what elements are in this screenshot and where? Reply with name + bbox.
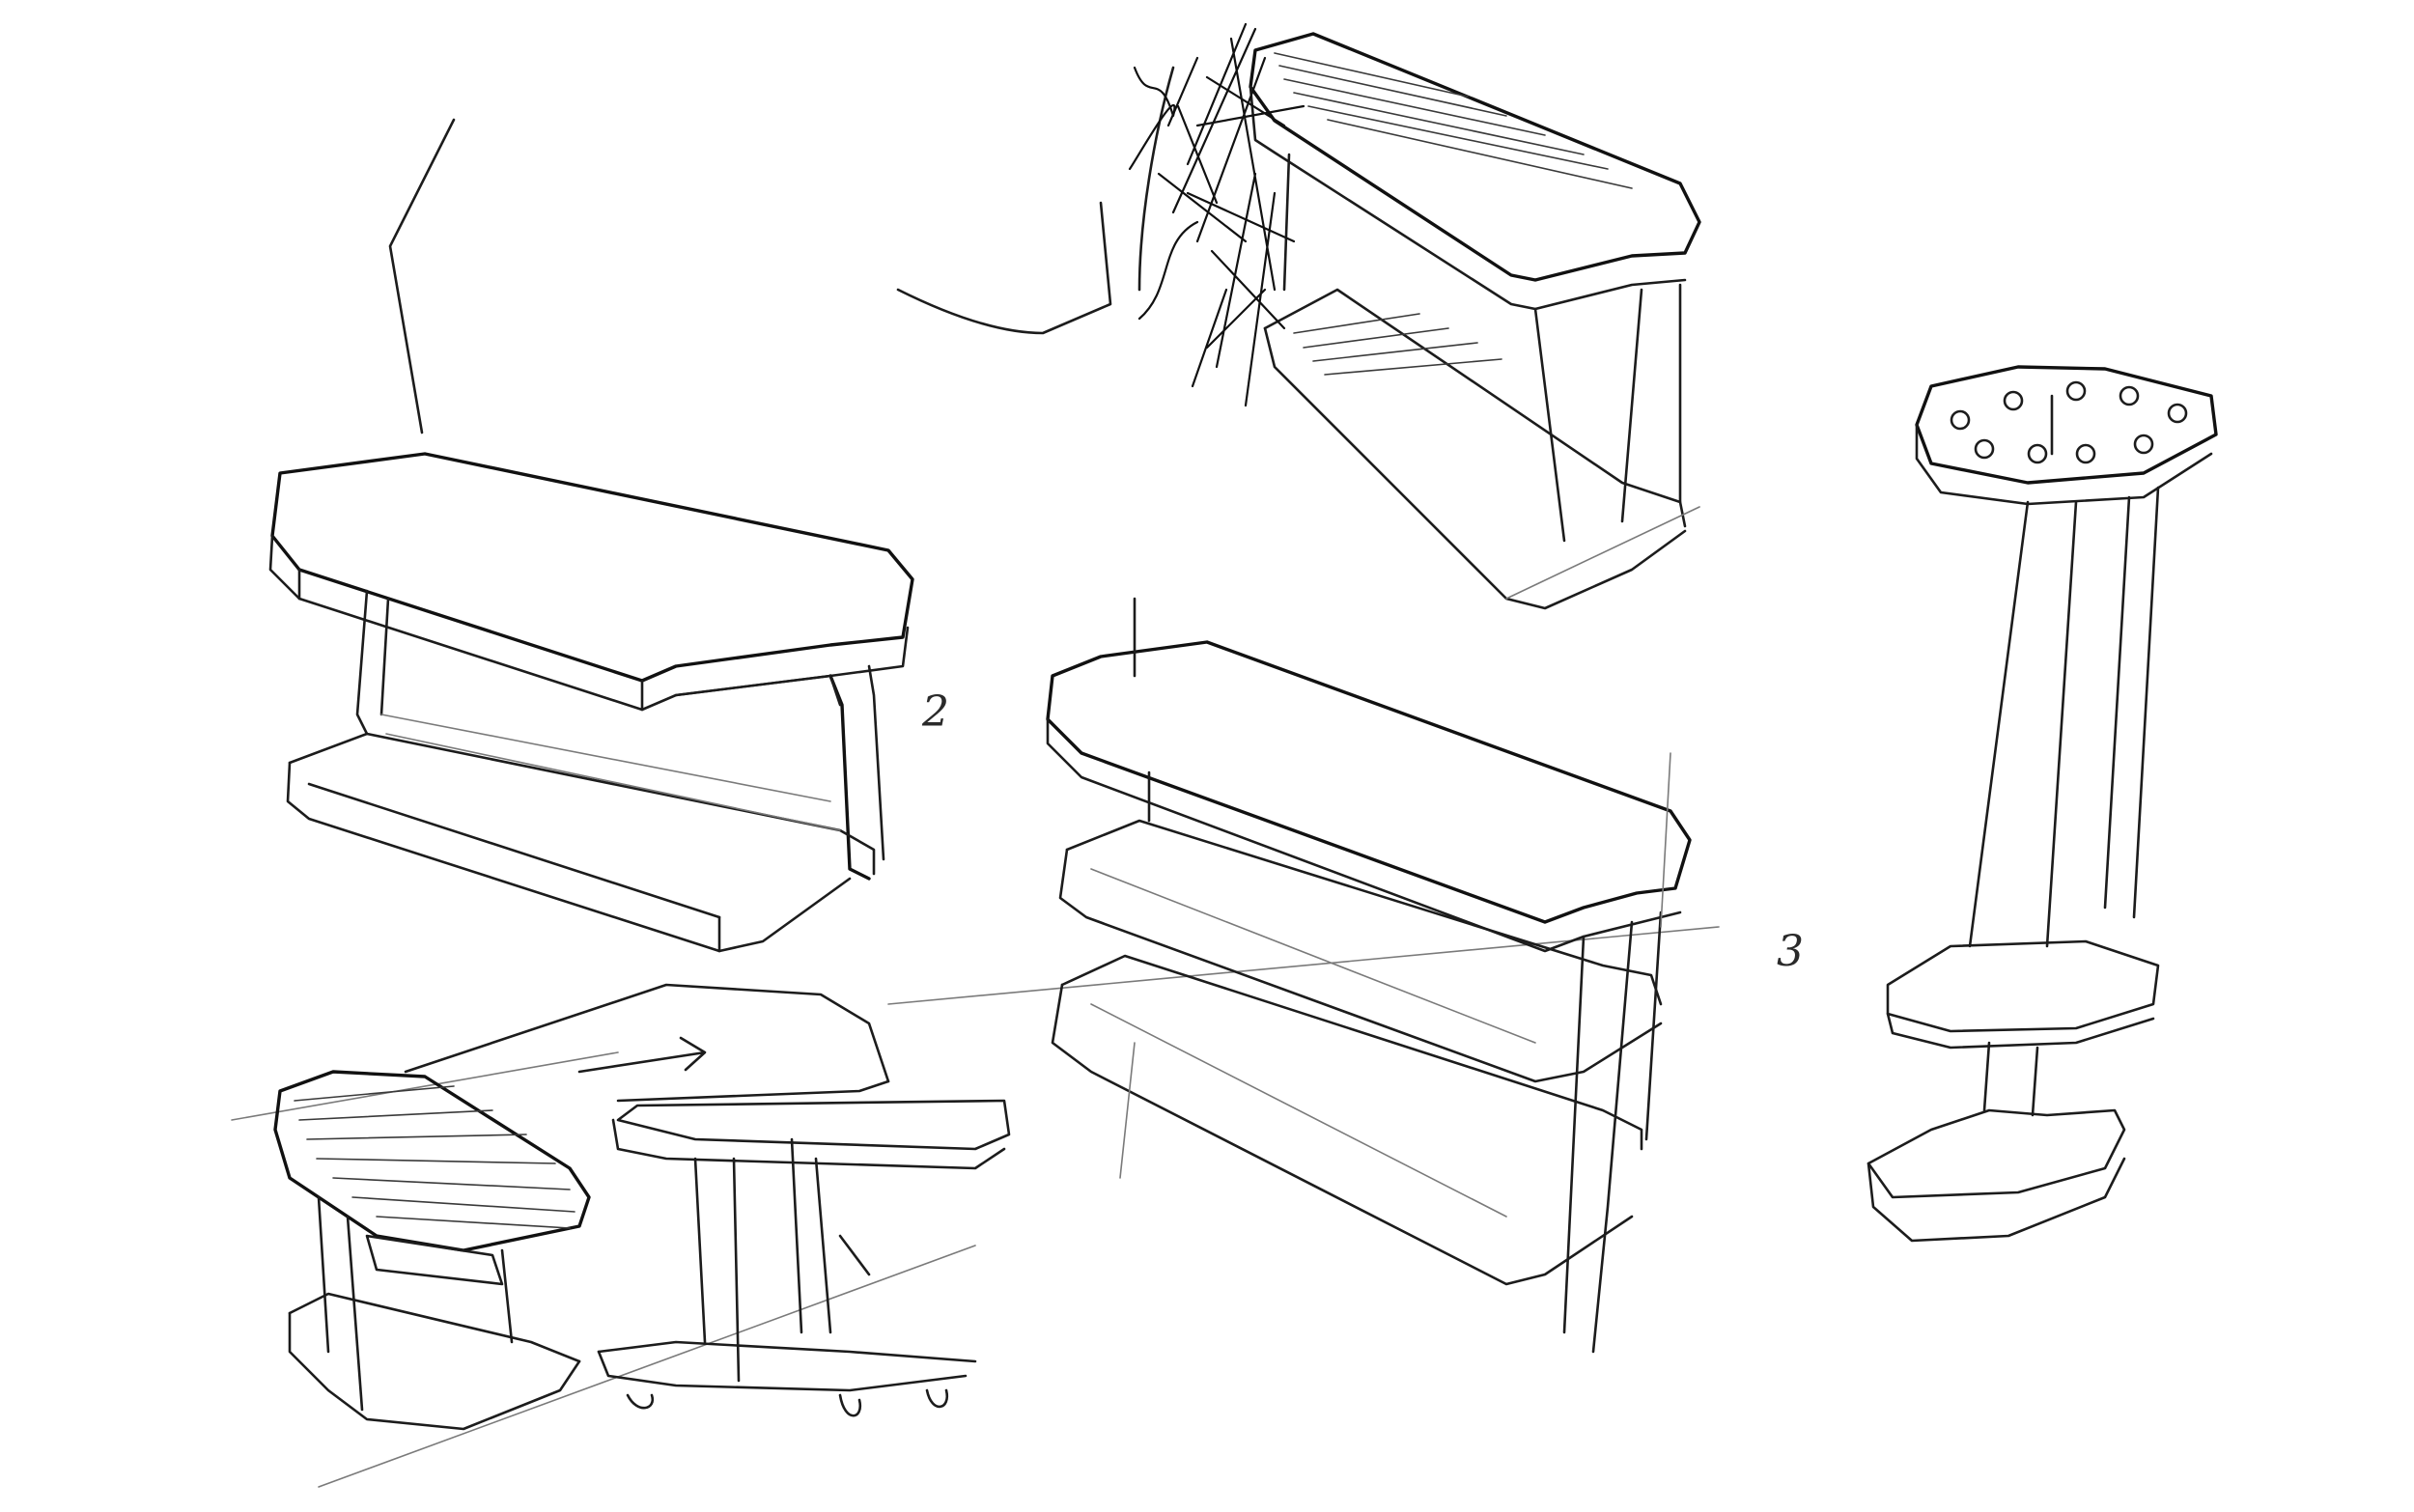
sketch-number-two: 2	[922, 687, 949, 737]
sketch-wheeled-table	[404, 983, 1011, 1417]
sketch-hatched-stool	[273, 1070, 591, 1431]
sketch-three-tier-trolley	[1046, 597, 1692, 1354]
stool-hatching	[294, 1085, 575, 1229]
hook-circles	[1950, 380, 2188, 464]
scribble-mark	[1128, 22, 1305, 407]
stray-construction-lines	[231, 66, 1720, 1488]
bottom-hatching	[1293, 313, 1502, 376]
sketch-bench-two-tier	[268, 452, 914, 953]
sketch-tall-column-stand	[1867, 365, 2218, 1243]
sketch-number-three: 3	[1777, 927, 1804, 976]
sketch-box-shelf	[1128, 22, 1701, 610]
top-hatching	[1274, 52, 1633, 189]
wheels	[626, 1388, 949, 1417]
